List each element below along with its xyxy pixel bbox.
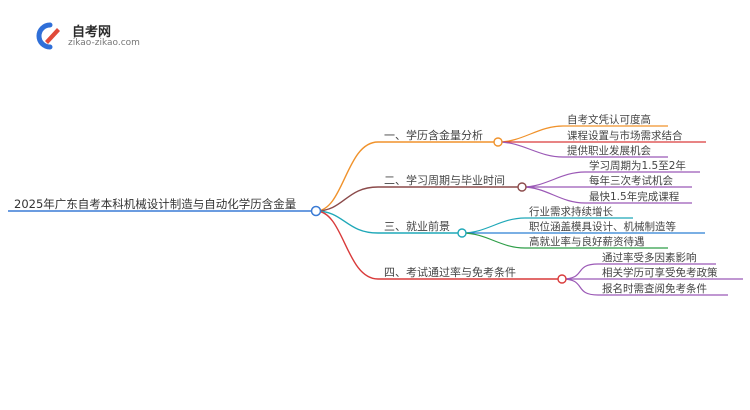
branch-4-label: 四、考试通过率与免考条件 [384,265,516,279]
node-labels: 2025年广东自考本科机械设计制造与自动化学历含金量 一、学历含金量分析 自考文凭认… [14,113,718,295]
connector-branch-3 [315,210,379,234]
site-logo[interactable]: 自考网 zikao-zikao.com [30,20,150,52]
branch-4-node-circle [557,274,567,284]
leaf-2-1-label: 学习周期为1.5至2年 [589,159,686,172]
leaf-4-3-label: 报名时需查阅免考条件 [602,282,707,295]
leaf-1-2-label: 课程设置与市场需求结合 [567,129,683,142]
leaf-4-1-label: 通过率受多因素影响 [602,251,697,264]
node-circles [310,137,567,284]
connector-leaf-1-1 [497,125,564,143]
leaf-1-1-label: 自考文凭认可度高 [567,113,651,126]
connector-leaf-3-1 [461,217,526,234]
leaf-3-1-label: 行业需求持续增长 [529,205,613,218]
leaf-2-3-label: 最快1.5年完成课程 [589,190,680,203]
connector-leaf-1-3 [497,141,564,158]
leaf-3-2-label: 职位涵盖模具设计、机械制造等 [529,220,676,233]
branch-2-node-circle [517,182,527,192]
root-connectors [315,141,379,280]
branch-3-node-circle [457,228,467,238]
connector-branch-2 [315,186,379,212]
logo-icon [36,22,60,50]
leaf-3-3-label: 高就业率与良好薪资待遇 [529,235,645,248]
connector-branch-1 [315,141,379,212]
branch-1-label: 一、学历含金量分析 [384,128,483,142]
connector-leaf-2-3 [521,186,586,204]
branch-2-label: 二、学习周期与毕业时间 [384,173,505,187]
branch-3-label: 三、就业前景 [384,219,450,233]
connector-leaf-4-1 [561,263,599,280]
leaf-1-3-label: 提供职业发展机会 [567,144,651,157]
leaf-4-2-label: 相关学历可享受免考政策 [602,266,718,279]
root-label: 2025年广东自考本科机械设计制造与自动化学历含金量 [14,197,296,211]
root-node-circle [310,205,322,217]
logo-subtitle: zikao-zikao.com [68,38,140,48]
node-underlines [8,125,743,296]
connector-branch-4 [315,210,379,280]
connector-leaf-2-1 [521,171,586,188]
connector-leaf-4-3 [561,278,599,296]
connector-leaf-3-3 [461,232,526,249]
logo-title: 自考网 [72,25,112,40]
leaf-connectors [461,125,599,296]
branch-1-node-circle [493,137,503,147]
leaf-2-2-label: 每年三次考试机会 [589,174,673,187]
